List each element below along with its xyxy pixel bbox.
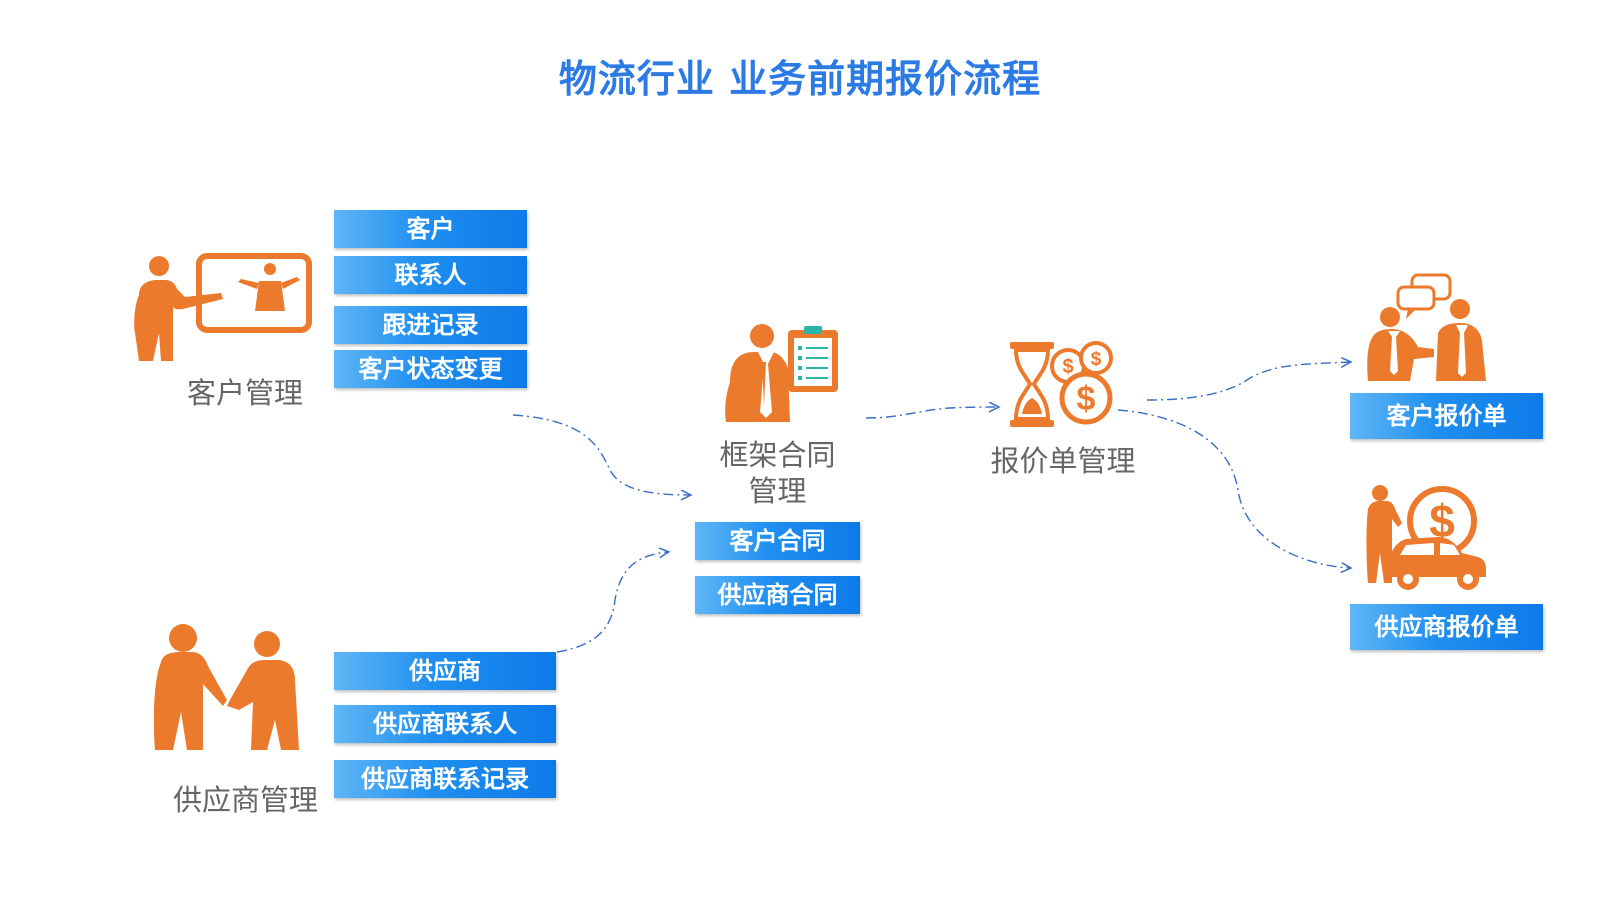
supplier-mgmt-label: 供应商管理	[172, 783, 318, 817]
customer-mgmt-label: 客户管理	[186, 376, 303, 410]
presenter-icon	[134, 253, 312, 361]
contract-item-supplier[interactable]: 供应商合同	[695, 576, 860, 614]
connector-quote-to-customer-quote	[1146, 362, 1350, 401]
svg-text:$: $	[1077, 380, 1096, 418]
connector-customer-to-contract	[512, 414, 690, 495]
customer-item-status-change[interactable]: 客户状态变更	[334, 350, 527, 388]
connector-supplier-to-contract	[556, 552, 668, 653]
svg-text:$: $	[1091, 349, 1102, 370]
output-customer-quote[interactable]: 客户报价单	[1350, 393, 1543, 439]
customer-item-followup[interactable]: 跟进记录	[334, 306, 527, 344]
supplier-item-supplier[interactable]: 供应商	[334, 652, 556, 690]
contract-mgmt-label-line1: 框架合同	[719, 438, 836, 472]
svg-text:$: $	[1062, 356, 1073, 378]
car-money-icon: $	[1366, 485, 1486, 590]
customer-item-customer[interactable]: 客户	[334, 210, 527, 248]
handshake-icon	[153, 624, 299, 750]
connector-quote-to-supplier-quote	[1117, 409, 1350, 568]
customer-item-contact[interactable]: 联系人	[334, 256, 527, 294]
connector-contract-to-quote	[865, 407, 998, 419]
diagram-title: 物流行业 业务前期报价流程	[558, 57, 1042, 101]
supplier-item-contact-record[interactable]: 供应商联系记录	[334, 760, 556, 798]
output-supplier-quote[interactable]: 供应商报价单	[1350, 604, 1543, 650]
supplier-item-contact[interactable]: 供应商联系人	[334, 705, 556, 743]
conversation-icon	[1367, 273, 1486, 381]
contract-clipboard-icon	[725, 324, 838, 422]
contract-mgmt-label-line2: 管理	[748, 474, 807, 508]
quote-mgmt-label: 报价单管理	[990, 444, 1136, 478]
contract-item-customer[interactable]: 客户合同	[695, 522, 860, 560]
svg-text:$: $	[1429, 495, 1455, 547]
hourglass-money-icon: $ $ $	[1010, 341, 1113, 427]
